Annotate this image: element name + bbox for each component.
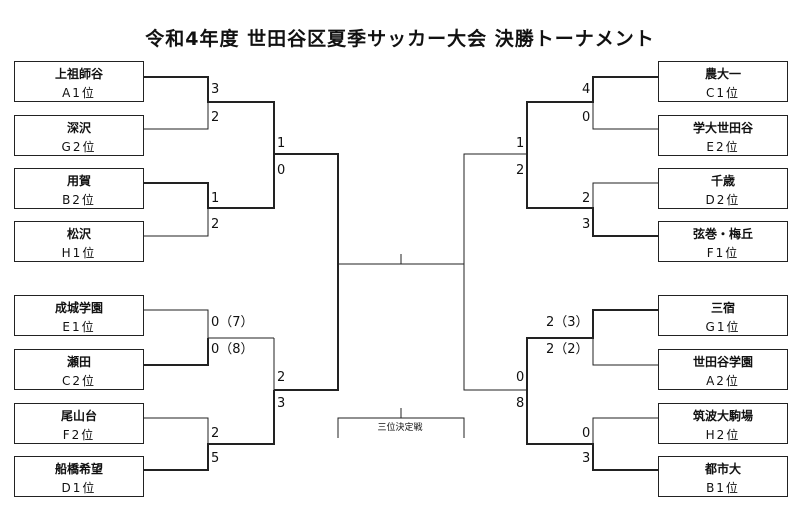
score-label: 3: [582, 451, 591, 466]
team-name: 千歳: [710, 174, 735, 188]
score-label: 4: [582, 82, 591, 97]
team-box-nodai-ichi: 農大一 C1位: [658, 61, 788, 102]
team-seed: C1位: [705, 86, 740, 100]
team-box-toshidai: 都市大 B1位: [658, 456, 788, 497]
score-label: 0: [277, 163, 286, 178]
score-label: 5: [211, 451, 220, 466]
score-label: 8: [516, 396, 525, 411]
team-seed: C2位: [61, 374, 96, 388]
team-name: 尾山台: [60, 409, 97, 423]
team-seed: G2位: [61, 140, 97, 154]
score-label: 3: [211, 82, 220, 97]
team-seed: E1位: [62, 320, 96, 334]
team-seed: H2位: [705, 428, 741, 442]
team-name: 成城学園: [54, 301, 103, 315]
team-box-tsurumaki-umegaoka: 弦巻・梅丘 F1位: [658, 221, 788, 262]
score-label: 2: [277, 370, 286, 385]
team-name: 用賀: [66, 174, 91, 188]
team-seed: A1位: [62, 86, 96, 100]
team-name: 松沢: [66, 227, 91, 241]
team-seed: F2位: [62, 428, 96, 442]
team-seed: B1位: [706, 481, 740, 495]
team-box-tsukuba-komaba: 筑波大駒場 H2位: [658, 403, 788, 444]
team-box-fukasawa: 深沢 G2位: [14, 115, 144, 156]
team-name: 農大一: [704, 67, 741, 81]
team-box-matsuzawa: 松沢 H1位: [14, 221, 144, 262]
score-label: 3: [277, 396, 286, 411]
page-title: 令和4年度 世田谷区夏季サッカー大会 決勝トーナメント: [145, 28, 655, 50]
team-box-setagaya-gakuen: 世田谷学園 A2位: [658, 349, 788, 390]
team-box-seta: 瀬田 C2位: [14, 349, 144, 390]
team-name: 弦巻・梅丘: [692, 227, 753, 241]
team-box-kamisoshigaya: 上祖師谷 A1位: [14, 61, 144, 102]
team-box-mishuku: 三宿 G1位: [658, 295, 788, 336]
team-name: 船橋希望: [54, 462, 103, 476]
score-label: 0: [582, 110, 591, 125]
score-label: 2: [211, 217, 220, 232]
team-name: 上祖師谷: [54, 67, 103, 81]
score-label: 1: [516, 136, 525, 151]
score-label: 0（7）: [211, 315, 254, 330]
score-label: 3: [582, 217, 591, 232]
team-seed: G1位: [705, 320, 741, 334]
team-name: 筑波大駒場: [692, 409, 753, 423]
score-label: 2（3）: [546, 315, 589, 330]
team-seed: F1位: [706, 246, 740, 260]
team-seed: D2位: [705, 193, 741, 207]
score-label: 0: [582, 426, 591, 441]
score-label: 1: [211, 191, 220, 206]
score-label: 2: [211, 426, 220, 441]
score-label: 0（8）: [211, 342, 254, 357]
score-label: 1: [277, 136, 286, 151]
score-label: 2: [211, 110, 220, 125]
team-seed: H1位: [61, 246, 97, 260]
team-seed: B2位: [62, 193, 96, 207]
team-box-seijo-gakuen: 成城学園 E1位: [14, 295, 144, 336]
team-name: 深沢: [66, 121, 91, 135]
team-box-chitose: 千歳 D2位: [658, 168, 788, 209]
score-label: 2: [582, 191, 591, 206]
team-box-gakudai-setagaya: 学大世田谷 E2位: [658, 115, 788, 156]
score-label: 2: [516, 163, 525, 178]
team-name: 都市大: [704, 462, 741, 476]
third-place-match-label: 三位決定戦: [377, 423, 423, 433]
team-name: 学大世田谷: [692, 121, 753, 135]
team-name: 三宿: [710, 301, 735, 315]
team-seed: D1位: [61, 481, 97, 495]
team-seed: E2位: [706, 140, 740, 154]
team-box-yoga: 用賀 B2位: [14, 168, 144, 209]
team-seed: A2位: [706, 374, 740, 388]
score-label: 2（2）: [546, 342, 589, 357]
score-label: 0: [516, 370, 525, 385]
team-name: 世田谷学園: [692, 355, 753, 369]
team-name: 瀬田: [66, 355, 91, 369]
team-box-funabashi-kibou: 船橋希望 D1位: [14, 456, 144, 497]
team-box-oyamadai: 尾山台 F2位: [14, 403, 144, 444]
